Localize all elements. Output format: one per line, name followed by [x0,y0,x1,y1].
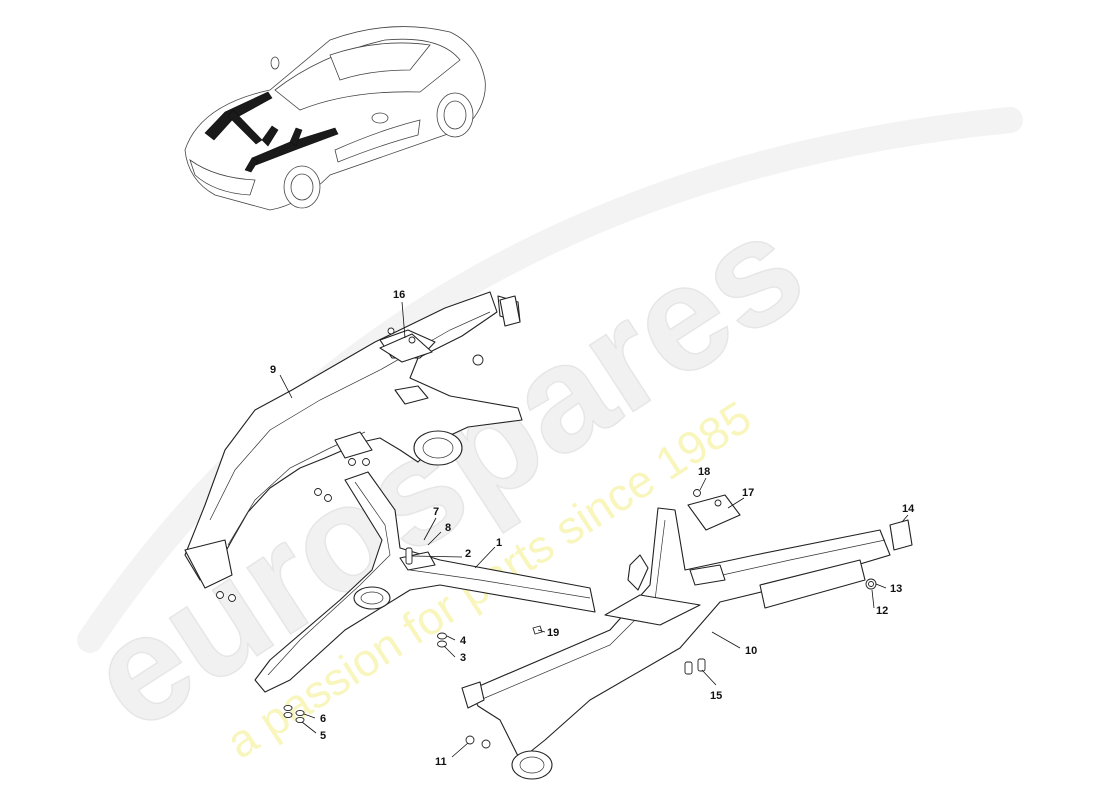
callout-labels: 1 2 3 4 5 6 7 8 9 10 11 12 13 14 15 16 1… [270,289,915,768]
callout-7: 7 [433,506,439,518]
callout-10: 10 [745,645,757,657]
callout-1: 1 [496,537,502,549]
callout-14: 14 [902,503,915,515]
callout-11: 11 [435,756,447,768]
callout-6: 6 [320,713,326,725]
callout-15: 15 [710,690,722,702]
callout-12: 12 [876,605,888,617]
callout-4: 4 [460,635,467,647]
callout-17: 17 [742,487,754,499]
callout-8: 8 [445,522,451,534]
watermark-brand: eurospares [61,180,831,761]
callout-18: 18 [698,466,710,478]
upper-subframe-part-9 [184,291,523,589]
callout-3: 3 [460,652,466,664]
hardware [216,295,913,749]
callout-13: 13 [890,583,902,595]
callout-5: 5 [320,730,326,742]
car-location-thumbnail [184,26,486,211]
callout-16: 16 [393,289,405,301]
callout-2: 2 [465,548,471,560]
callout-19: 19 [547,627,559,639]
callout-9: 9 [270,364,276,376]
lower-subframe-part-10 [461,507,891,780]
leader-lines [279,301,909,758]
